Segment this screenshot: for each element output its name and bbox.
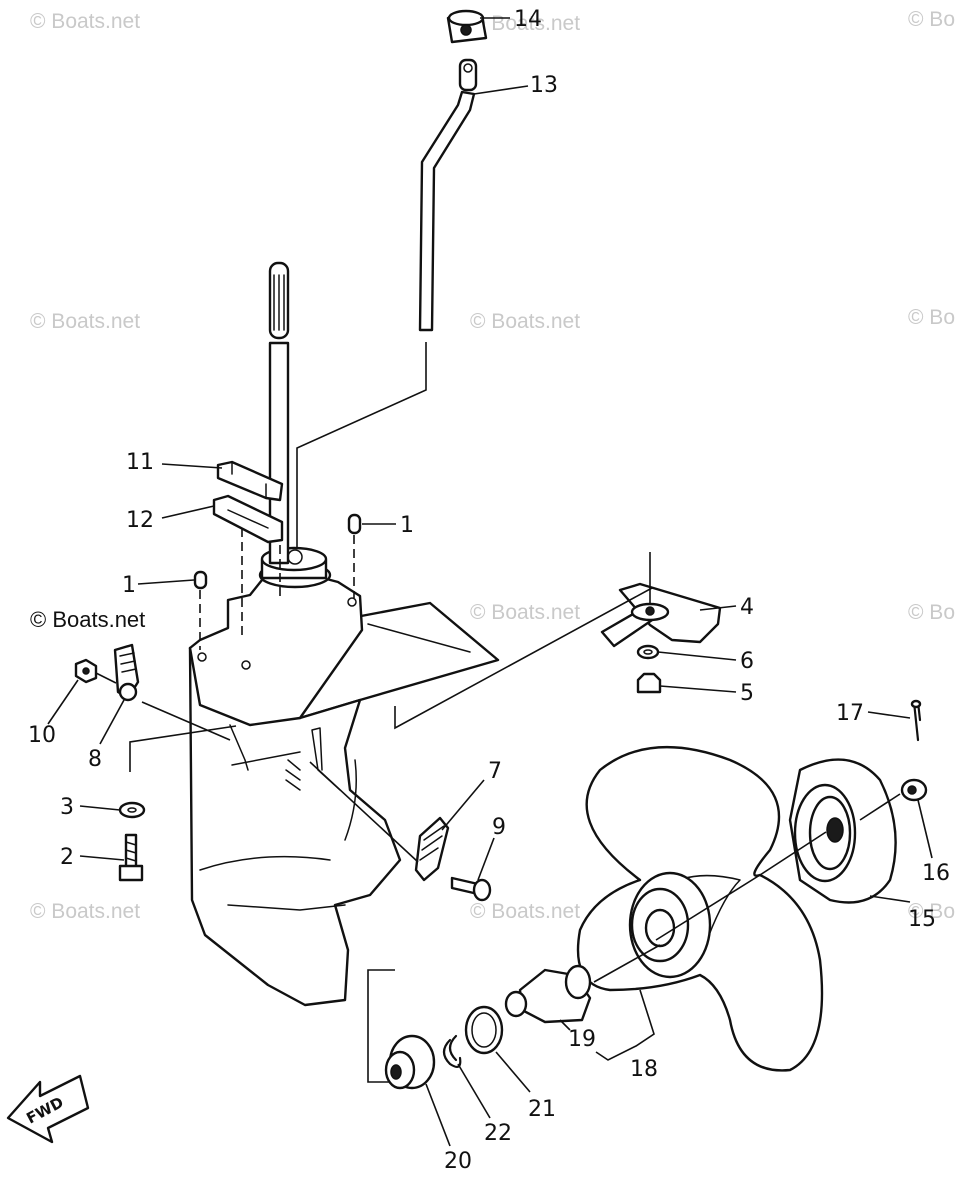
callout-11: 11: [126, 450, 154, 475]
bushing-axis-line: [593, 944, 661, 983]
trim-tab: [600, 582, 722, 648]
watermarks: © Boats.net © Boats.net © Bo © Boats.net…: [30, 8, 955, 923]
water-pipe: [418, 58, 478, 332]
screw-9: [450, 876, 492, 902]
callout-7: 7: [488, 759, 502, 784]
drive-shaft: [268, 261, 290, 565]
callout-4: 4: [740, 595, 754, 620]
propeller: [576, 745, 824, 1072]
watermark: © Boats.net: [30, 310, 140, 333]
seal-11: [216, 460, 284, 502]
callout-19: 19: [568, 1027, 596, 1052]
callout-12: 12: [126, 508, 154, 533]
callout-8: 8: [88, 747, 102, 772]
callout-2: 2: [60, 845, 74, 870]
washer-16-line: [859, 793, 901, 821]
washer-16: [900, 778, 928, 802]
callout-22: 22: [484, 1121, 512, 1146]
watermark-cropped: © Bo: [908, 306, 955, 329]
callout-6: 6: [740, 649, 754, 674]
thrust-holder-20: [384, 1034, 436, 1090]
callout-14: 14: [514, 7, 542, 32]
callout-3: 3: [60, 795, 74, 820]
watermark: © Boats.net: [470, 900, 580, 923]
trim-tab-path-line: [394, 587, 653, 730]
cotter-pin-17: [910, 699, 922, 742]
water-pipe-grommet: [446, 9, 488, 44]
callout-1-upper: 1: [400, 513, 414, 538]
lower-unit-housing: [188, 546, 500, 1007]
clip-8-line: [141, 701, 231, 741]
callout-16: 16: [922, 861, 950, 886]
part-8-clip: [113, 643, 140, 702]
snap-ring-22: [442, 1034, 462, 1068]
dowel-pin: [193, 570, 208, 590]
callout-13: 13: [530, 73, 558, 98]
seal-12: [212, 494, 284, 544]
callout-17: 17: [836, 701, 864, 726]
callout-21: 21: [528, 1097, 556, 1122]
callout-10: 10: [28, 723, 56, 748]
bolt-2: [118, 833, 144, 882]
prop-nut-15: [788, 758, 897, 904]
washer-3-line: [129, 725, 237, 772]
washer-6: [636, 644, 660, 660]
watermark: © Boats.net: [470, 601, 580, 624]
watermark: © Boats.net: [470, 310, 580, 333]
anode-7-line: [309, 761, 419, 863]
washer-3: [118, 801, 146, 819]
callout-1-lower: 1: [122, 573, 136, 598]
watermark-cropped: © Bo: [908, 900, 955, 923]
callout-18: 18: [630, 1057, 658, 1082]
callout-15: 15: [908, 907, 936, 932]
thrust-holder-line: [367, 969, 395, 1083]
callouts: 14 13 11 12 1 1 4 6 5 10 8 3 2 7 9 17 16: [28, 7, 950, 1174]
watermark: © Boats.net: [30, 900, 140, 923]
watermark-cropped: © Bo: [908, 601, 955, 624]
nut-10: [74, 658, 98, 684]
watermark-prominent: © Boats.net: [30, 607, 145, 632]
forward-direction-arrow: FWD: [6, 1074, 90, 1144]
watermark-cropped: © Bo: [908, 8, 955, 31]
dowel-pin: [347, 513, 362, 535]
bushing-19: [504, 964, 592, 1024]
washer-21: [464, 1005, 504, 1055]
pipe-path-line: [296, 342, 427, 548]
nut-10-line: [95, 672, 117, 684]
callout-9: 9: [492, 815, 506, 840]
anode-7: [414, 816, 450, 882]
callout-5: 5: [740, 681, 754, 706]
propeller-axis-line: [655, 831, 827, 941]
bolt-5: [636, 672, 662, 694]
watermark: © Boats.net: [30, 10, 140, 33]
callout-20: 20: [444, 1149, 472, 1174]
